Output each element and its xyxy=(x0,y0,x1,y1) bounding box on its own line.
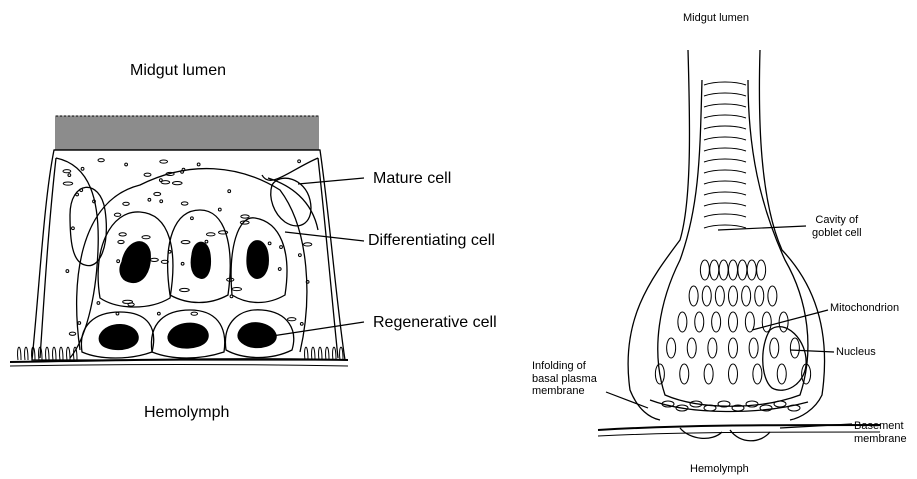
differentiating-cell-label: Differentiating cell xyxy=(368,232,495,250)
goblet-nucleus xyxy=(763,327,806,391)
regenerative-cell-label: Regenerative cell xyxy=(373,314,497,332)
infolding-label: Infolding of basal plasma membrane xyxy=(532,360,597,398)
left-bottom-label: Hemolymph xyxy=(144,404,229,422)
basement-membrane-label: Basement membrane xyxy=(854,420,907,445)
nucleus-label: Nucleus xyxy=(836,346,876,359)
goblet-cell-outline xyxy=(628,50,825,420)
cavity-label: Cavity of goblet cell xyxy=(812,214,862,239)
mitochondrion-label: Mitochondrion xyxy=(830,302,899,315)
apical-neck-folds xyxy=(704,82,746,228)
right-top-label: Midgut lumen xyxy=(683,12,749,25)
mature-cell-label: Mature cell xyxy=(373,170,451,188)
goblet-cavity xyxy=(658,80,808,406)
left-top-label: Midgut lumen xyxy=(130,62,226,80)
mitochondria-group xyxy=(655,260,810,411)
right-bottom-label: Hemolymph xyxy=(690,463,749,476)
